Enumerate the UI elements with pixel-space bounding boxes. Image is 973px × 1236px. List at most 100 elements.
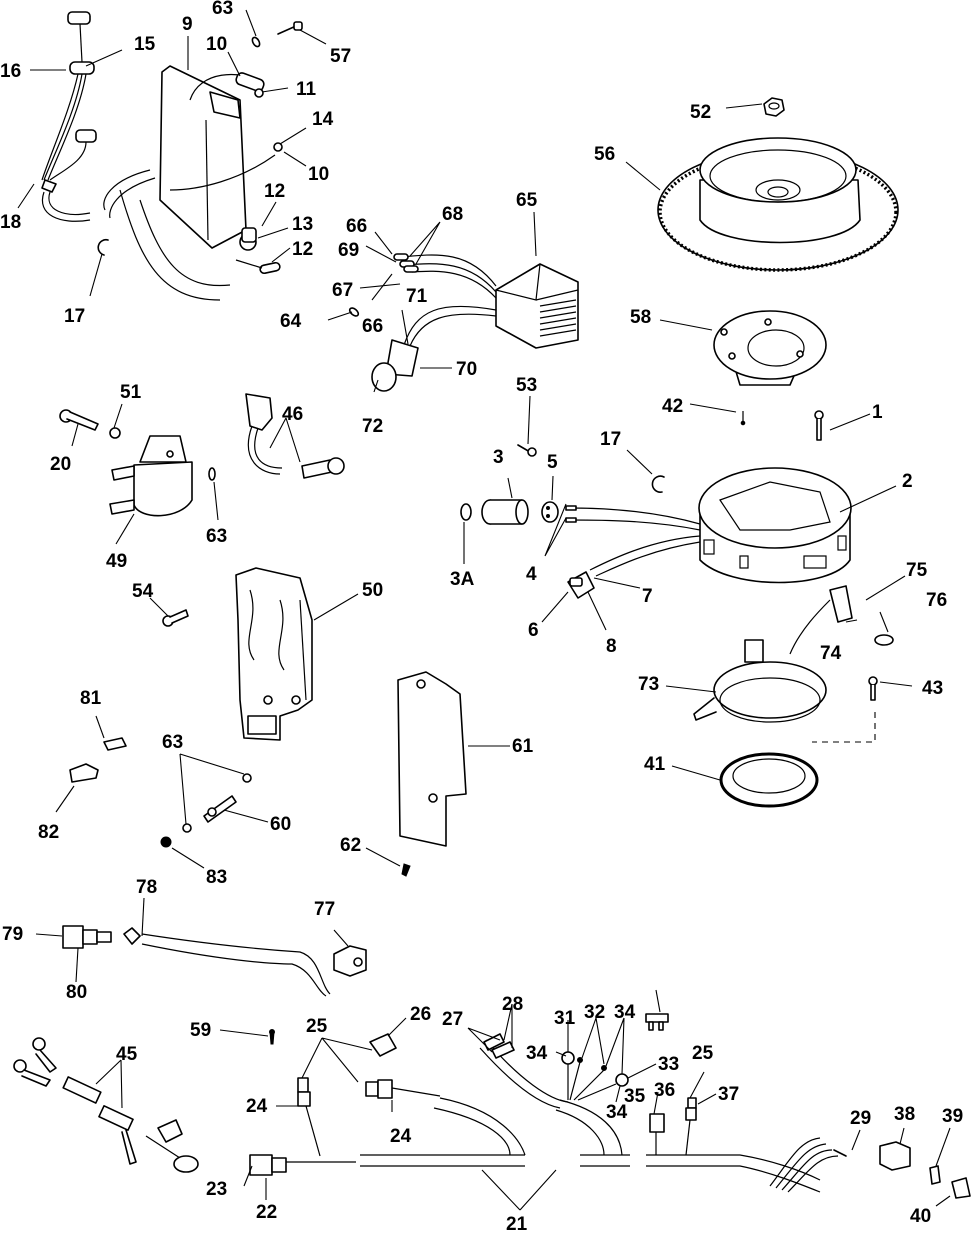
alignment-dashed-line <box>812 712 876 743</box>
screw-icon <box>814 410 824 441</box>
callout-13: 13 <box>292 214 313 235</box>
callout-54: 54 <box>132 581 154 602</box>
grommet-icon <box>874 634 894 646</box>
callout-65: 65 <box>516 190 538 211</box>
callout-43: 43 <box>922 678 943 699</box>
clamp-icon <box>651 475 665 493</box>
timer-base-icon <box>693 585 853 723</box>
callout-25: 25 <box>692 1043 714 1064</box>
callout-41: 41 <box>644 754 666 775</box>
callout-35: 35 <box>624 1086 646 1107</box>
callout-33: 33 <box>658 1054 679 1075</box>
callout-60: 60 <box>270 814 291 835</box>
callout-77: 77 <box>314 899 335 920</box>
washer-icon <box>208 467 216 481</box>
power-pack-icon <box>103 65 283 301</box>
washer-icon <box>182 823 192 833</box>
callout-63: 63 <box>162 732 183 753</box>
callout-82: 82 <box>38 822 59 843</box>
stator-leads-icon <box>565 505 701 577</box>
callout-68: 68 <box>442 204 463 225</box>
callout-18: 18 <box>0 212 21 233</box>
callout-7: 7 <box>642 586 653 607</box>
callout-53: 53 <box>516 375 537 396</box>
callout-24: 24 <box>390 1126 412 1147</box>
rectifier-icon <box>348 253 579 392</box>
callout-26: 26 <box>410 1004 431 1025</box>
bracket-icon <box>235 567 313 741</box>
callout-46: 46 <box>282 404 303 425</box>
o-ring-icon <box>460 503 472 521</box>
callout-36: 36 <box>654 1080 675 1101</box>
callout-59: 59 <box>190 1020 211 1041</box>
callout-38: 38 <box>894 1104 915 1125</box>
spark-plug-lead-icon <box>245 393 345 479</box>
callout-5: 5 <box>547 452 558 473</box>
callout-27: 27 <box>442 1009 463 1030</box>
callout-10: 10 <box>206 34 227 55</box>
callout-64: 64 <box>280 311 302 332</box>
callout-42: 42 <box>662 396 683 417</box>
callout-57: 57 <box>330 46 351 67</box>
flywheel-icon <box>657 137 899 272</box>
callout-29: 29 <box>850 1108 871 1129</box>
wiring-harness-icon <box>249 1033 971 1199</box>
screw-icon <box>401 863 411 877</box>
callout-17: 17 <box>600 429 621 450</box>
callout-23: 23 <box>206 1179 227 1200</box>
callout-6: 6 <box>528 620 539 641</box>
screw-icon <box>59 409 99 431</box>
ignition-coil-icon <box>109 435 193 517</box>
callout-81: 81 <box>80 688 102 709</box>
callout-31: 31 <box>554 1008 576 1029</box>
callout-34: 34 <box>606 1102 628 1123</box>
callout-3a: 3A <box>450 569 475 590</box>
callout-69: 69 <box>338 240 359 261</box>
callout-8: 8 <box>606 636 617 657</box>
callout-71: 71 <box>406 286 428 307</box>
stud-icon <box>203 795 237 823</box>
callout-72: 72 <box>362 416 383 437</box>
screw-icon <box>269 1029 275 1045</box>
callout-67: 67 <box>332 280 353 301</box>
callout-73: 73 <box>638 674 659 695</box>
callout-32: 32 <box>584 1002 605 1023</box>
callout-24: 24 <box>246 1096 268 1117</box>
spark-plug-lead-assembly-icon <box>41 11 97 222</box>
stator-icon <box>698 467 852 584</box>
callout-74: 74 <box>820 643 842 664</box>
battery-leads-icon <box>13 1037 199 1173</box>
nut-icon <box>763 97 785 117</box>
clip-icon <box>103 737 127 751</box>
callout-78: 78 <box>136 877 157 898</box>
callout-39: 39 <box>942 1106 963 1127</box>
connector-icon <box>567 571 595 599</box>
connector-icon <box>481 499 529 525</box>
nut-icon <box>160 836 172 848</box>
callout-61: 61 <box>512 736 534 757</box>
callout-10: 10 <box>308 164 329 185</box>
callout-45: 45 <box>116 1044 138 1065</box>
callout-12: 12 <box>292 239 313 260</box>
callout-3: 3 <box>493 447 504 468</box>
washer-icon <box>109 427 121 439</box>
callout-25: 25 <box>306 1016 328 1037</box>
callout-2: 2 <box>902 471 913 492</box>
callout-56: 56 <box>594 144 615 165</box>
screw-icon <box>868 676 878 701</box>
callout-11: 11 <box>296 79 317 100</box>
callout-4: 4 <box>526 564 537 585</box>
switch-harness-icon <box>62 925 367 997</box>
callout-63: 63 <box>212 0 233 19</box>
callout-83: 83 <box>206 867 227 888</box>
callout-62: 62 <box>340 835 361 856</box>
callout-66: 66 <box>362 316 383 337</box>
callout-34: 34 <box>526 1043 548 1064</box>
callout-80: 80 <box>66 982 87 1003</box>
callout-12: 12 <box>264 181 285 202</box>
callout-75: 75 <box>906 560 928 581</box>
cover-icon <box>397 671 467 847</box>
callout-9: 9 <box>182 14 193 35</box>
callout-21: 21 <box>506 1214 528 1235</box>
